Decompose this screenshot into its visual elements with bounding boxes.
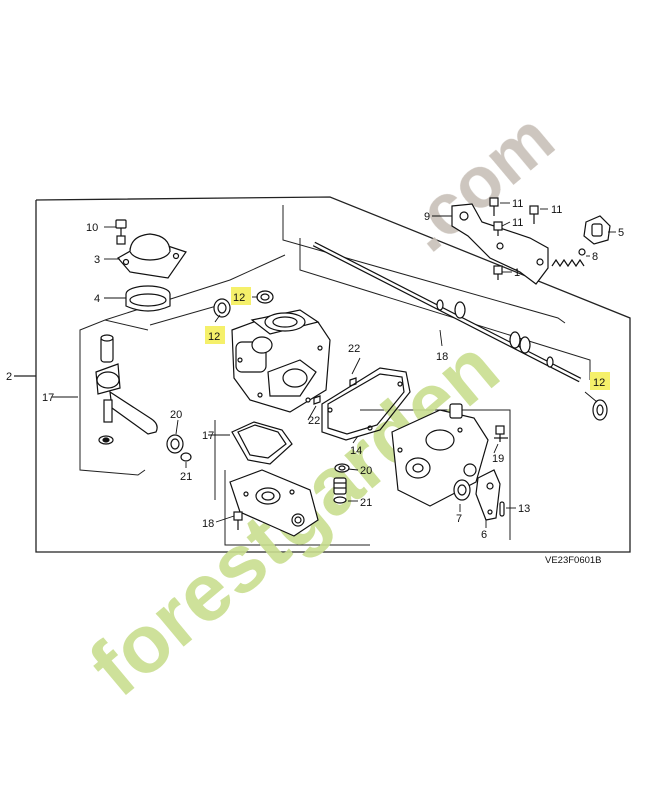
callout-10: 10 [86, 222, 98, 234]
callout-22-b: 22 [308, 415, 320, 427]
part-20-washer [334, 463, 350, 473]
callout-7: 7 [456, 513, 462, 525]
part-1-bolt [493, 265, 503, 280]
callout-21: 21 [180, 471, 192, 483]
part-13-pin [499, 501, 505, 517]
callout-4: 4 [94, 293, 100, 305]
part-16-shaft [312, 241, 582, 383]
callout-12-a: 12 [233, 292, 245, 304]
part-20-spring [333, 477, 347, 504]
callout-6: 6 [481, 529, 487, 541]
callout-2: 2 [6, 371, 12, 383]
part-12-seal-c [592, 399, 608, 421]
part-11-bolt-a [489, 197, 499, 216]
highlight-12-c [590, 372, 610, 390]
callout-9: 9 [424, 211, 430, 223]
highlight-12-b [205, 326, 225, 344]
part-3-cap [117, 233, 187, 279]
part-17-gasket [231, 421, 293, 465]
part-7-collar [453, 479, 471, 501]
callout-3: 3 [94, 254, 100, 266]
part-12-seal-b [256, 290, 274, 304]
part-22-pin-b [313, 395, 321, 405]
part-6-arm [475, 469, 501, 521]
part-housing [231, 309, 331, 413]
part-11-bolt-b [529, 205, 539, 224]
part-8-spring [551, 248, 586, 268]
diagram-code: VE23F0601B [545, 555, 602, 566]
part-4-boot [125, 285, 171, 312]
part-15-knuckle [95, 334, 158, 445]
callout-labels: 10 3 4 2 17 20 21 12 12 12 17 22 22 14 1… [6, 198, 624, 541]
part-21-washer [180, 452, 192, 462]
highlight-12-a [231, 287, 251, 305]
callout-11-b: 11 [551, 204, 562, 216]
part-18-bolt-b [494, 425, 508, 442]
callout-12-b: 12 [208, 331, 220, 343]
part-19-seal [166, 434, 184, 454]
leader-lines [52, 202, 616, 528]
part-12-seal-a [213, 298, 231, 318]
callout-18-a: 18 [202, 518, 214, 530]
callout-13: 13 [518, 503, 530, 515]
callout-18-b: 19 [492, 453, 504, 465]
callout-17: 17 [202, 430, 214, 442]
highlight-boxes [205, 287, 610, 390]
callout-8: 8 [592, 251, 598, 263]
part-10-bolt [115, 219, 127, 245]
callout-1: 1 [514, 267, 520, 279]
outer-frame [14, 196, 631, 553]
callout-20-b: 21 [360, 497, 372, 509]
callout-15: 17 [42, 392, 54, 404]
callout-19: 20 [170, 409, 182, 421]
watermark: forestgarden .com [73, 98, 569, 714]
callout-11-a: 11 [512, 198, 523, 210]
callout-14: 14 [350, 445, 362, 457]
callout-11-c: 11 [512, 217, 523, 229]
part-14-gasket [321, 367, 411, 441]
part-5-grommet [583, 215, 611, 245]
callout-5: 5 [618, 227, 624, 239]
callout-20-a: 20 [360, 465, 372, 477]
callout-12-c: 12 [593, 377, 605, 389]
callout-16: 18 [436, 351, 448, 363]
callout-22-a: 22 [348, 343, 360, 355]
part-9-bracket [451, 203, 549, 285]
